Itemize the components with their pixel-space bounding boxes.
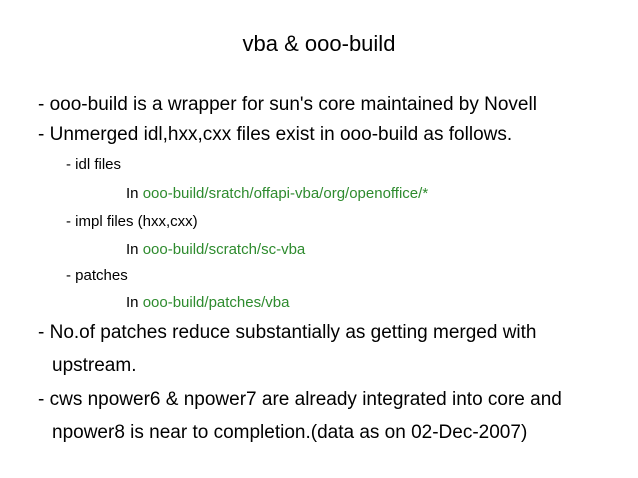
patches-path-line: In ooo-build/patches/vba xyxy=(126,293,289,313)
sub-bullet-idl-files: - idl files xyxy=(66,156,122,173)
patches-path: ooo-build/patches/vba xyxy=(142,294,290,311)
idl-path-line: In ooo-build/sratch/offapi-vba/org/openo… xyxy=(126,184,428,204)
impl-path-line: In ooo-build/scratch/sc-vba xyxy=(126,240,305,260)
in-label: In xyxy=(126,241,143,258)
bullet-cws-line1: - cws npower6 & npower7 are already inte… xyxy=(38,389,562,410)
impl-path: ooo-build/scratch/sc-vba xyxy=(142,241,306,258)
sub-bullet-patches: - patches xyxy=(66,267,128,284)
bullet-patches-reduce-line2: upstream. xyxy=(52,355,137,376)
bullet-wrapper: - ooo-build is a wrapper for sun's core … xyxy=(38,94,537,115)
sub-bullet-impl-files: - impl files (hxx,cxx) xyxy=(66,213,198,230)
in-label: In xyxy=(126,185,143,202)
in-label: In xyxy=(126,294,143,311)
slide-title: vba & ooo-build xyxy=(242,31,396,56)
idl-path: ooo-build/sratch/offapi-vba/org/openoffi… xyxy=(142,185,429,202)
bullet-patches-reduce-line1: - No.of patches reduce substantially as … xyxy=(38,322,537,343)
bullet-cws-line2: npower8 is near to completion.(data as o… xyxy=(52,422,528,443)
bullet-unmerged-files: - Unmerged idl,hxx,cxx files exist in oo… xyxy=(38,124,513,145)
